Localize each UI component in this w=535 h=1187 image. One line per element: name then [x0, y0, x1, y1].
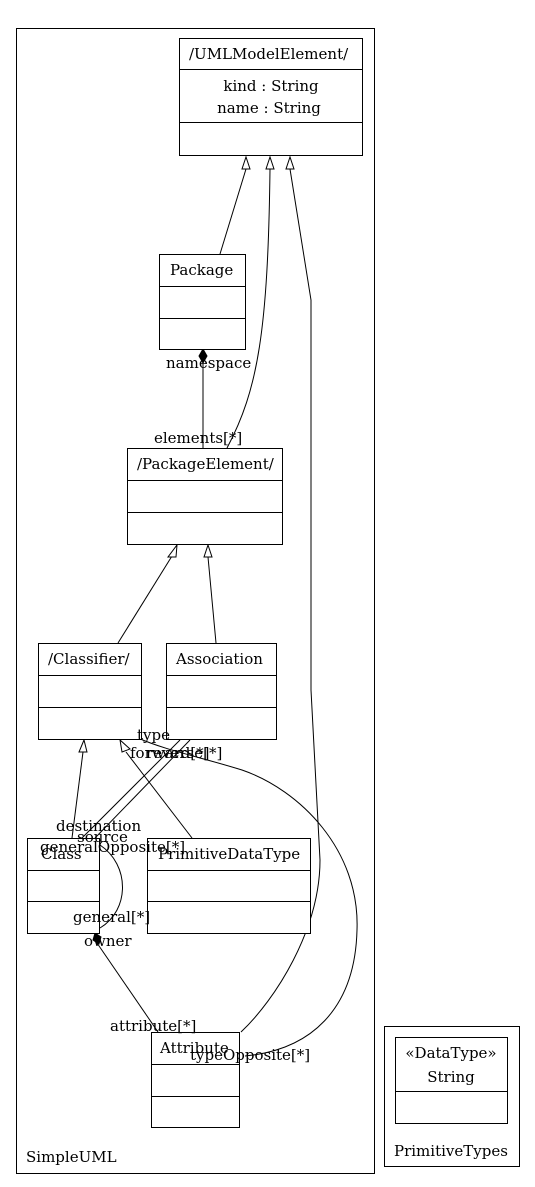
class-string: «DataType» String [395, 1037, 508, 1124]
string-box [395, 1037, 508, 1124]
role-label-destination: destination [56, 817, 141, 835]
generalization-classifier-line [117, 555, 173, 644]
classifier-name: /Classifier/ [48, 650, 131, 668]
role-label-reverse: reverse[*] [146, 744, 222, 762]
generalization-class-line [71, 751, 84, 839]
package-box [159, 254, 246, 350]
association-type-line [137, 737, 358, 1057]
generalization-association-line [207, 556, 217, 644]
role-label-elements: elements[*] [154, 429, 242, 447]
packageelement-box [127, 448, 283, 545]
generalization-triangle-classifier [167, 543, 178, 558]
string-name: String [427, 1068, 475, 1086]
class-box [27, 838, 100, 934]
primitivetypes-package-name: PrimitiveTypes [394, 1142, 508, 1160]
association-name: Association [175, 650, 263, 668]
class-classifier: /Classifier/ [38, 643, 142, 740]
primitivedatatype-box [147, 838, 311, 934]
generalization-triangle-packageelement [265, 155, 275, 170]
simpleuml-package-frame [16, 28, 375, 1174]
umlmodelelement-attr-name: name : String [217, 99, 321, 117]
generalization-triangle-package [241, 155, 251, 170]
association-source-line [81, 739, 181, 839]
umlmodelelement-attr-kind: kind : String [223, 77, 319, 95]
arrowheads [78, 155, 295, 945]
role-label-type-opposite: typeOpposite[*] [190, 1046, 310, 1064]
generalization-package-line [219, 168, 247, 255]
class-name: Class [41, 845, 82, 863]
generalization-triangle-primitivedatatype [119, 738, 131, 753]
generalization-triangle-attribute [285, 155, 295, 170]
role-labels: namespace elements[*] type forward[*] re… [40, 354, 310, 1064]
composition-owner-line [96, 942, 159, 1033]
composition-diamond-class [92, 932, 102, 945]
role-label-attribute: attribute[*] [110, 1017, 196, 1035]
role-label-owner: owner [84, 932, 132, 950]
string-stereotype: «DataType» [405, 1044, 496, 1062]
class-general-loop [99, 844, 123, 929]
attribute-name: Attribute [159, 1039, 229, 1057]
role-label-source: source [77, 828, 128, 846]
class-class: Class [27, 838, 100, 934]
package-name: Package [170, 261, 233, 279]
class-attribute: Attribute [151, 1032, 240, 1128]
role-label-namespace: namespace [166, 354, 251, 372]
umlmodelelement-box [179, 38, 363, 156]
association-destination-line [94, 739, 191, 839]
class-package: Package [159, 254, 246, 350]
generalization-primitivedatatype-line [125, 751, 193, 839]
generalization-packageelement-line [226, 168, 271, 449]
simpleuml-package-name: SimpleUML [26, 1148, 117, 1166]
generalization-attribute-line [240, 168, 321, 1033]
composition-diamond-package [198, 347, 208, 365]
relationships [71, 168, 358, 1057]
class-primitivedatatype: PrimitiveDataType [147, 838, 311, 934]
classifier-box [38, 643, 142, 740]
umlmodelelement-name: /UMLModelElement/ [189, 45, 349, 63]
class-umlmodelelement: /UMLModelElement/ kind : String name : S… [179, 38, 363, 156]
role-label-general-opposite: generalOpposite[*] [40, 838, 185, 856]
primitivedatatype-name: PrimitiveDataType [158, 845, 300, 863]
association-box [166, 643, 277, 740]
packageelement-name: /PackageElement/ [137, 455, 275, 473]
attribute-box [151, 1032, 240, 1128]
class-packageelement: /PackageElement/ [127, 448, 283, 545]
class-association: Association [166, 643, 277, 740]
generalization-triangle-association [203, 543, 213, 558]
role-label-type: type [137, 726, 170, 744]
role-label-general: general[*] [73, 908, 150, 926]
generalization-triangle-class [78, 738, 88, 753]
role-label-forward: forward[*] [130, 744, 210, 762]
